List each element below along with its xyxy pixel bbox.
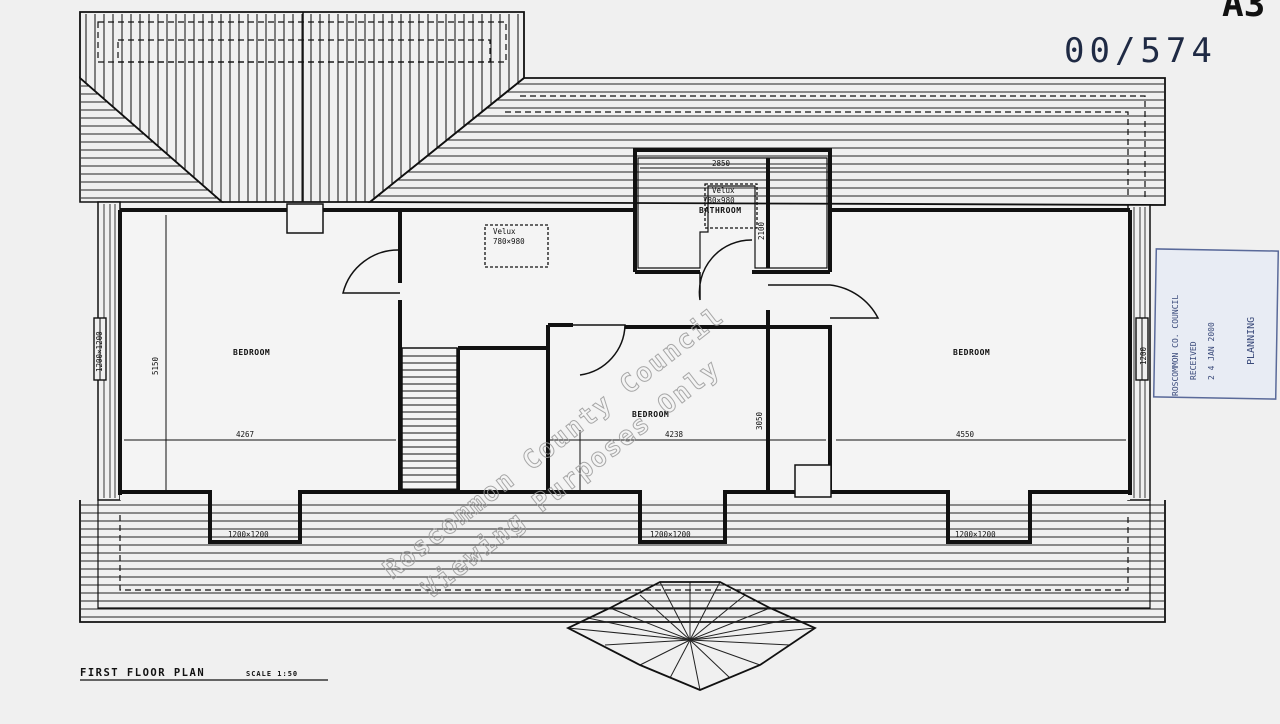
room-label-bedroom-right: BEDROOM bbox=[953, 348, 990, 357]
drawing-title: FIRST FLOOR PLAN bbox=[80, 667, 205, 679]
internal-walls bbox=[118, 148, 1132, 544]
flue-box bbox=[794, 464, 832, 498]
velux-landing-label: Velux bbox=[493, 227, 516, 236]
chimney-flue bbox=[286, 203, 324, 234]
dim-gable-window-right: 1200 bbox=[1139, 346, 1148, 365]
porch-roof bbox=[565, 581, 817, 691]
dim-dormer-3: 1200×1200 bbox=[955, 530, 996, 539]
room-label-bedroom-middle: BEDROOM bbox=[632, 410, 669, 419]
stamp-line-4: PLANNING bbox=[1246, 317, 1257, 365]
drawing-scale: SCALE 1:50 bbox=[246, 670, 298, 678]
dimension-lines bbox=[124, 167, 1126, 441]
dim-bedroom-middle-depth: 3050 bbox=[755, 411, 764, 430]
dim-dormer-1: 1200×1200 bbox=[228, 530, 269, 539]
gable-roof bbox=[79, 11, 525, 203]
stamp-line-2: RECEIVED bbox=[1189, 341, 1198, 380]
room-label-bedroom-left: BEDROOM bbox=[233, 348, 270, 357]
stairs bbox=[401, 347, 458, 491]
dim-gable-window-left: 1200×1200 bbox=[95, 331, 104, 372]
room-label-bathroom: BATHROOM bbox=[699, 206, 742, 215]
gable-windows bbox=[93, 317, 1149, 381]
stamp-line-1: ROSCOMMON CO. COUNCIL bbox=[1171, 295, 1180, 396]
velux-windows bbox=[484, 183, 758, 268]
dim-bedroom-right-width: 4550 bbox=[956, 430, 975, 439]
velux-bath-label: Velux bbox=[712, 186, 735, 195]
received-stamp: ROSCOMMON CO. COUNCIL RECEIVED 2 4 JAN 2… bbox=[1152, 248, 1280, 400]
dim-bathroom-width: 2850 bbox=[712, 159, 731, 168]
door-swings bbox=[342, 239, 880, 376]
roof-front-eaves bbox=[79, 500, 1166, 623]
reference-number: 00/574 bbox=[1064, 31, 1217, 71]
sheet-code: A3 bbox=[1222, 0, 1265, 25]
stamp-line-3: 2 4 JAN 2000 bbox=[1207, 322, 1216, 380]
dim-bedroom-left-width: 4267 bbox=[236, 430, 254, 439]
velux-bath-size: 780×980 bbox=[703, 196, 735, 205]
dim-bedroom-middle-width: 4238 bbox=[665, 430, 684, 439]
hip-roof-left bbox=[79, 76, 225, 203]
dim-dormer-2: 1200×1200 bbox=[650, 530, 691, 539]
dim-bathroom-depth: 2100 bbox=[757, 221, 766, 240]
main-roof-back bbox=[367, 77, 1166, 206]
dim-bedroom-left-depth: 5150 bbox=[151, 356, 160, 375]
velux-landing-size: 780×980 bbox=[493, 237, 525, 246]
